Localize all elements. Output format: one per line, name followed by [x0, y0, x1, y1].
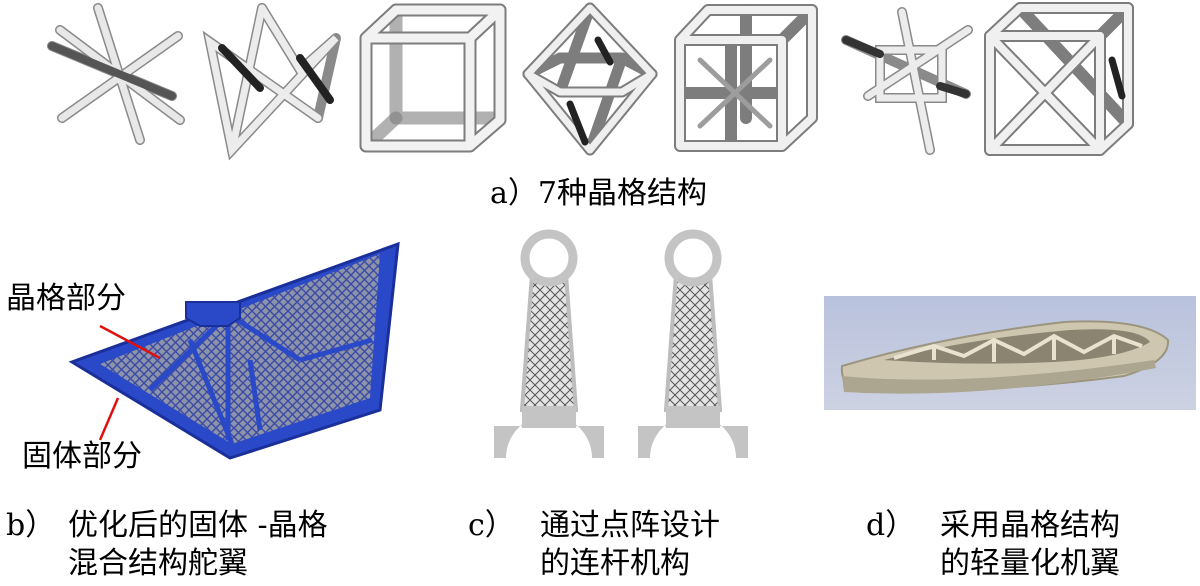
panel-c-caption-line2: 的连杆机构	[540, 546, 690, 581]
solid-part-label: 固体部分	[22, 439, 142, 474]
lattice-cells-row	[47, 2, 1134, 161]
rod-right	[638, 229, 748, 458]
panel-b-caption-line1: 优化后的固体 -晶格	[68, 508, 328, 543]
rod-left	[494, 229, 604, 458]
panel-d-caption-line1: 采用晶格结构	[940, 508, 1120, 543]
panel-c-caption-prefix: c）	[468, 508, 515, 543]
lightweight-wing-photo	[824, 296, 1196, 410]
lattice-cube-icon	[359, 3, 507, 153]
rudder-wing-figure	[68, 241, 400, 460]
lattice-tetra-icon	[202, 3, 341, 161]
lattice-part-label: 晶格部分	[6, 281, 126, 316]
lattice-cube-inner-icon	[674, 4, 818, 152]
lattice-cube-x-icon	[984, 2, 1134, 156]
lattice-star-icon	[47, 3, 185, 145]
panel-a-caption: a）7种晶格结构	[490, 176, 707, 211]
panel-c-caption-line1: 通过点阵设计	[540, 508, 720, 543]
lattice-octahedron-icon	[522, 2, 658, 156]
lattice-hybrid-icon	[841, 7, 973, 155]
panel-d-caption-line2: 的轻量化机翼	[940, 546, 1120, 581]
connecting-rods-figure	[494, 229, 748, 458]
panel-d-caption-prefix: d）	[866, 508, 916, 543]
panel-b-caption-line2: 混合结构舵翼	[68, 546, 248, 581]
panel-b-caption-prefix: b）	[6, 508, 56, 543]
